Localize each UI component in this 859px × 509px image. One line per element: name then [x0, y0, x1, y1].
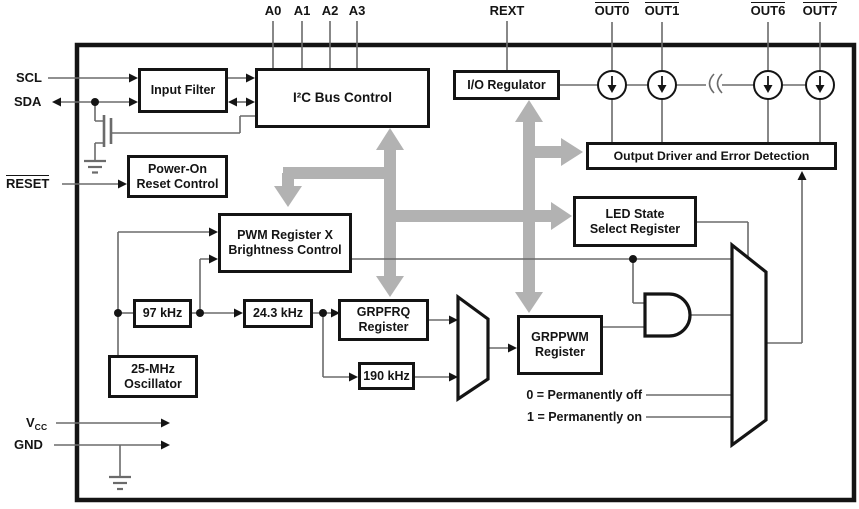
device-border [74, 42, 857, 503]
wire-out-pins [611, 22, 821, 144]
pin-label-a3: A3 [348, 3, 366, 18]
bus-arrow-right-outputdriver [561, 138, 583, 166]
block-pwm-register-brightness-control: PWM Register X Brightness Control [218, 213, 352, 273]
annotation-permanently-off: 0 = Permanently off [526, 388, 642, 402]
bus-arrow-down-grpfrq [376, 276, 404, 297]
current-source-out1 [647, 70, 677, 100]
pin-label-vcc: VCC [26, 415, 48, 433]
block-input-filter: Input Filter [138, 68, 228, 113]
pin-label-a2: A2 [321, 3, 339, 18]
wire-osc-to-pwm [117, 231, 209, 355]
current-source-out6 [753, 70, 783, 100]
line-break-symbol [708, 73, 723, 94]
current-source-out0 [597, 70, 627, 100]
block-i2c-bus-control: I²C Bus Control [255, 68, 430, 128]
bus-arrow-down-pwm [274, 186, 302, 207]
grp-frequency-mux [456, 293, 490, 402]
sda-mosfet [102, 115, 113, 147]
and-gate [643, 292, 692, 338]
annotation-permanently-on: 1 = Permanently on [527, 410, 642, 424]
ground-symbol-sda [84, 159, 106, 174]
pin-label-rext: REXT [489, 3, 525, 18]
wire-ledstate-to-bigmux [695, 221, 749, 257]
block-io-regulator: I/O Regulator [453, 70, 560, 100]
wire-mosfet-gate [111, 115, 255, 134]
wire-bigmux-to-driver [766, 180, 803, 344]
pin-label-out6: OUT6 [750, 2, 786, 18]
arrowheads [52, 73, 807, 450]
wire-97k-to-pwm [199, 258, 209, 313]
block-power-on-reset-control: Power-On Reset Control [127, 155, 228, 198]
junction-dots [91, 98, 637, 317]
pin-label-out1: OUT1 [644, 2, 680, 18]
block-output-driver-error-detection: Output Driver and Error Detection [586, 142, 837, 170]
pin-label-gnd: GND [14, 437, 43, 452]
pin-label-a0: A0 [264, 3, 282, 18]
block-grpfrq-register: GRPFRQ Register [338, 299, 429, 341]
current-source-out7 [805, 70, 835, 100]
block-clock-190khz: 190 kHz [358, 362, 415, 390]
wire-address-pins [272, 21, 358, 68]
wire-243k-to-190k [322, 313, 349, 378]
block-clock-97khz: 97 kHz [133, 299, 192, 328]
output-select-mux [730, 241, 768, 449]
block-25mhz-oscillator: 25-MHz Oscillator [108, 355, 198, 398]
current-sources [597, 70, 835, 100]
wire-mosfet-channel-taps [94, 102, 104, 161]
ground-symbol-gnd [109, 475, 131, 491]
bus-arrow-right-ledstate [551, 202, 572, 230]
pin-label-sda: SDA [14, 94, 42, 109]
bus-arrow-up-ioregulator [515, 100, 543, 122]
block-led-state-select-register: LED State Select Register [573, 196, 697, 247]
internal-data-bus [274, 100, 583, 313]
pin-label-a1: A1 [293, 3, 311, 18]
block-clock-24-3khz: 24.3 kHz [243, 299, 313, 328]
pin-label-scl: SCL [16, 70, 42, 85]
block-grppwm-register: GRPPWM Register [517, 315, 603, 375]
pin-label-out0: OUT0 [594, 2, 630, 18]
signal-wires [48, 21, 821, 477]
logic-shapes [456, 241, 768, 449]
pin-label-out7: OUT7 [802, 2, 838, 18]
pin-label-reset: RESET [6, 175, 50, 191]
bus-arrow-down-grppwm [515, 292, 543, 313]
bus-arrow-up-i2c [376, 128, 404, 150]
wire-pwm-to-and [632, 259, 645, 304]
